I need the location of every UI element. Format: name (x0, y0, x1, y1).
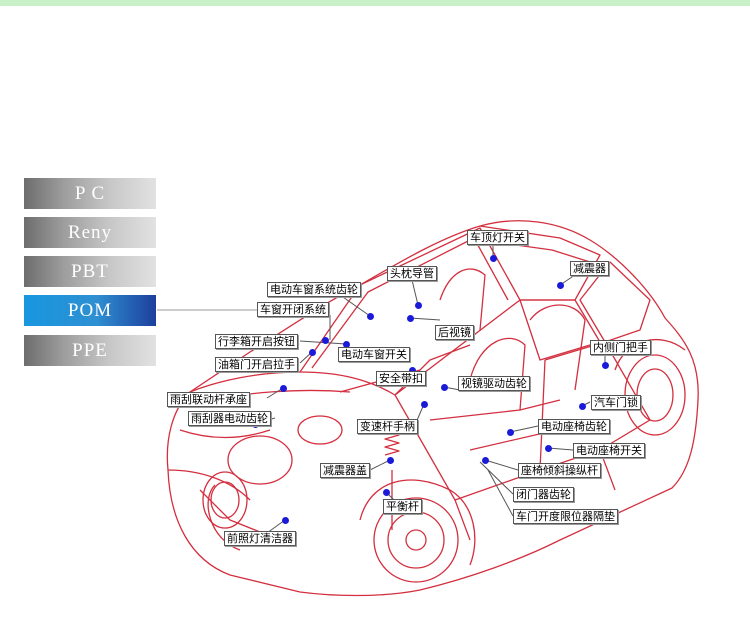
part-dot (280, 385, 287, 392)
part-dot (282, 517, 289, 524)
label-stabilizer: 平衡杆 (383, 499, 422, 514)
part-dot (507, 429, 514, 436)
label-window-switch: 电动车窗开关 (338, 347, 410, 362)
part-dot (490, 255, 497, 262)
part-dot (343, 341, 350, 348)
label-inner-handle: 内侧门把手 (590, 340, 651, 355)
material-pc-button[interactable]: P C (24, 178, 156, 209)
label-mirror-gear: 视镜驱动齿轮 (458, 376, 530, 391)
label-door-gear: 闭门器齿轮 (513, 487, 574, 502)
part-dot (309, 349, 316, 356)
label-fuel-door-handle: 油箱门开启拉手 (215, 357, 298, 372)
material-pbt-button[interactable]: PBT (24, 256, 156, 287)
label-wiper-bearing: 雨刮联动杆承座 (167, 392, 250, 407)
label-headrest-guide: 头枕导管 (387, 266, 437, 281)
label-wiper-gear: 雨刮器电动齿轮 (188, 411, 271, 426)
label-shock-cover: 减震器盖 (320, 463, 370, 478)
part-dot (322, 337, 329, 344)
top-accent-bar (0, 0, 750, 6)
label-seat-gear: 电动座椅齿轮 (538, 419, 610, 434)
label-seat-switch: 电动座椅开关 (573, 443, 645, 458)
part-dot (387, 457, 394, 464)
label-rear-mirror: 后视镜 (435, 325, 474, 340)
part-dot (579, 403, 586, 410)
part-dot (415, 302, 422, 309)
label-window-switch-system: 车窗开闭系统 (257, 302, 329, 317)
part-dot (545, 445, 552, 452)
label-trunk-button: 行李箱开启按钮 (215, 334, 298, 349)
label-door-stop-pad: 车门开度限位器隔垫 (513, 509, 618, 524)
material-ppe-button[interactable]: PPE (24, 335, 156, 366)
label-shift-handle: 变速杆手柄 (357, 419, 418, 434)
part-dot (482, 457, 489, 464)
label-window-gear: 电动车窗系统齿轮 (267, 282, 361, 297)
part-dot (409, 367, 416, 374)
part-dot (557, 282, 564, 289)
part-dot (367, 313, 374, 320)
part-dot (407, 315, 414, 322)
label-roof-light-switch: 车顶灯开关 (467, 230, 528, 245)
part-dot (421, 401, 428, 408)
material-pom-button[interactable]: POM (24, 295, 156, 326)
label-headlight-cleaner: 前照灯清洁器 (224, 531, 296, 546)
material-reny-button[interactable]: Reny (24, 217, 156, 248)
part-dot (383, 489, 390, 496)
label-car-lock: 汽车门锁 (591, 395, 641, 410)
label-tilt-lever: 座椅倾斜操纵杆 (518, 463, 601, 478)
label-seatbelt: 安全带扣 (376, 371, 426, 386)
part-dot (441, 384, 448, 391)
label-shock-absorber: 减震器 (570, 261, 609, 276)
part-dot (602, 362, 609, 369)
